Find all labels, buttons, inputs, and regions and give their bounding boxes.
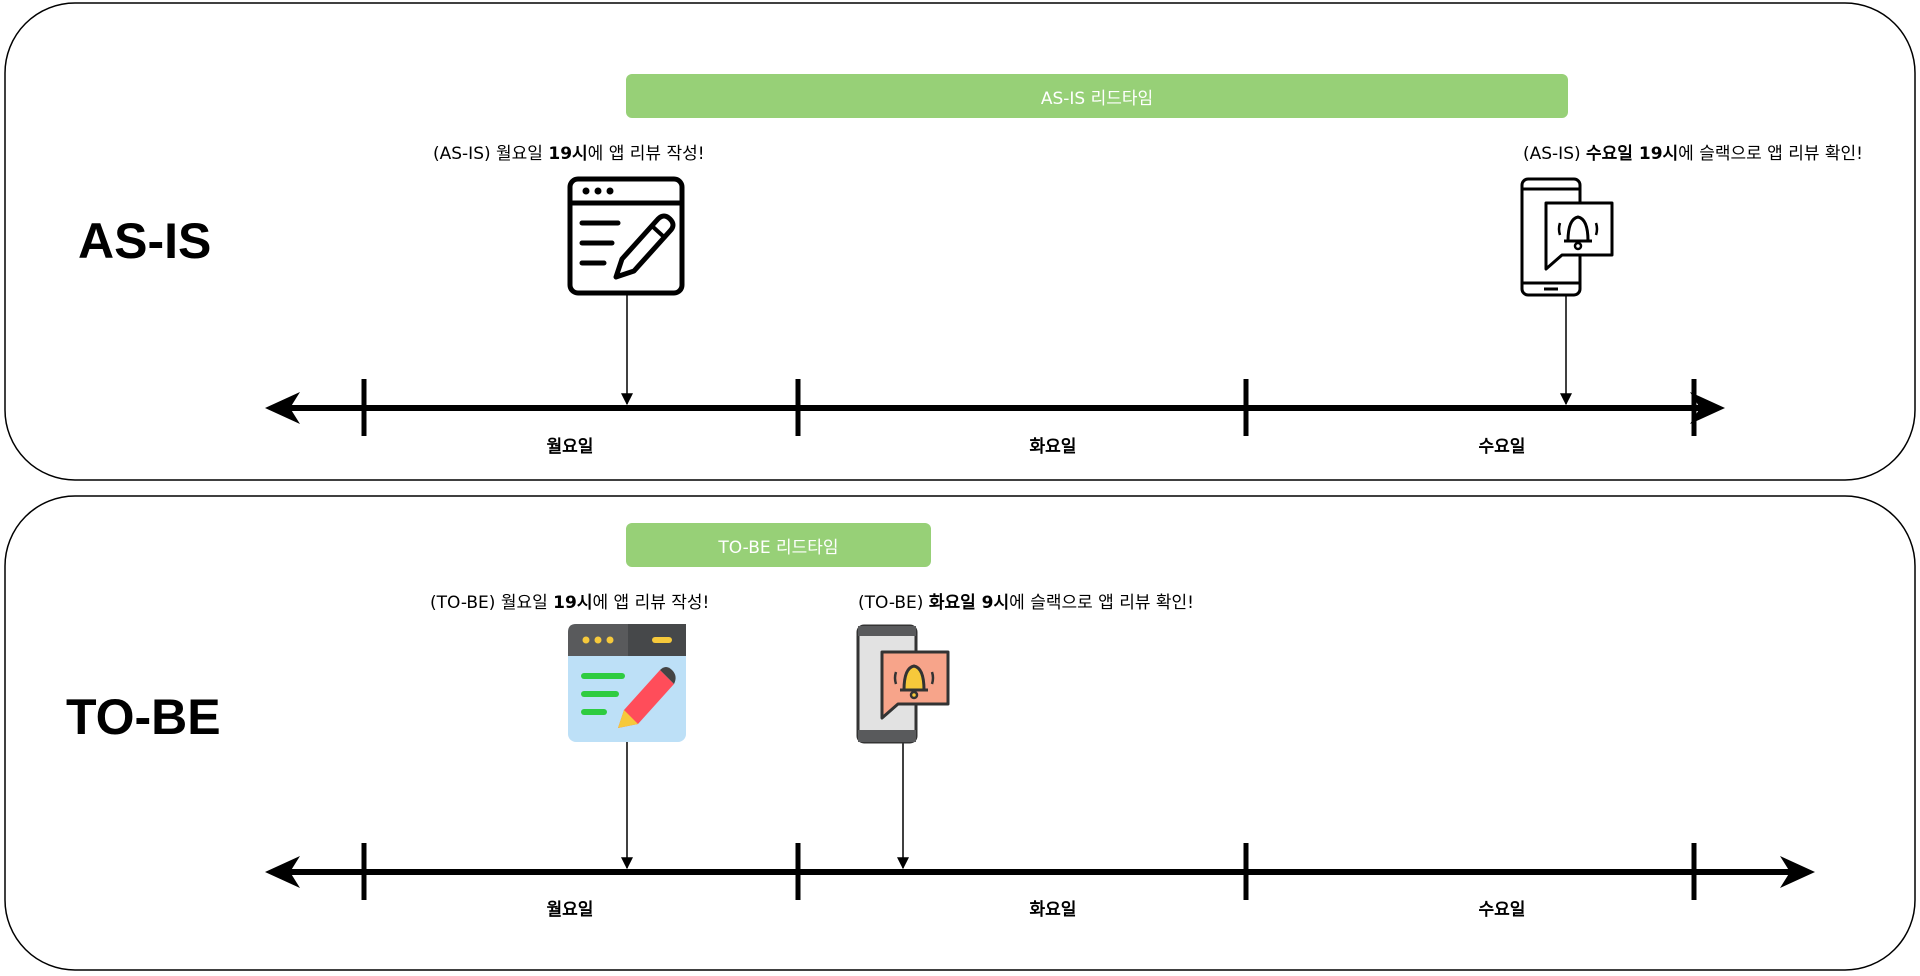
to-be-event2-suffix: 에 슬랙으로 앱 리뷰 확인! (1009, 593, 1194, 613)
as-is-event-check-label: (AS-IS) 수요일 19시에 슬랙으로 앱 리뷰 확인! (1523, 144, 1863, 164)
phone-notification-outline-icon (1520, 177, 1614, 297)
as-is-event1-prefix: (AS-IS) 월요일 (433, 144, 549, 164)
as-is-day-monday: 월요일 (546, 437, 594, 457)
to-be-event1-bold: 19시 (553, 593, 593, 613)
to-be-event1-suffix: 에 앱 리뷰 작성! (592, 593, 710, 613)
as-is-event2-suffix: 에 슬랙으로 앱 리뷰 확인! (1678, 144, 1864, 164)
as-is-day-tuesday: 화요일 (1029, 437, 1077, 457)
to-be-event2-bold: 화요일 9시 (928, 593, 1010, 613)
to-be-lead-time-label: TO-BE 리드타임 (718, 537, 839, 558)
to-be-event2-prefix: (TO-BE) (858, 593, 929, 613)
to-be-section (4, 495, 1916, 971)
to-be-title: TO-BE (66, 689, 221, 745)
as-is-event-write-label: (AS-IS) 월요일 19시에 앱 리뷰 작성! (433, 144, 705, 164)
to-be-day-tuesday: 화요일 (1029, 900, 1077, 920)
as-is-day-wednesday: 수요일 (1478, 437, 1526, 457)
as-is-lead-time-label: AS-IS 리드타임 (1040, 88, 1154, 109)
edit-window-color-icon (568, 624, 686, 742)
as-is-timeline (265, 379, 1725, 436)
as-is-event2-bold: 수요일 19시 (1586, 144, 1679, 164)
as-is-event2-prefix: (AS-IS) (1523, 144, 1587, 164)
to-be-day-wednesday: 수요일 (1478, 900, 1526, 920)
as-is-lead-time-bar: AS-IS 리드타임 (626, 74, 1568, 118)
to-be-event-check-label: (TO-BE) 화요일 9시에 슬랙으로 앱 리뷰 확인! (858, 593, 1194, 613)
as-is-event1-bold: 19시 (548, 144, 588, 164)
as-is-section (4, 2, 1916, 481)
to-be-event-write-label: (TO-BE) 월요일 19시에 앱 리뷰 작성! (430, 593, 709, 613)
to-be-event1-prefix: (TO-BE) 월요일 (430, 593, 554, 613)
to-be-timeline (265, 843, 1815, 900)
as-is-title: AS-IS (78, 213, 212, 269)
as-is-event1-suffix: 에 앱 리뷰 작성! (587, 144, 705, 164)
edit-window-outline-icon (567, 176, 685, 296)
to-be-lead-time-bar: TO-BE 리드타임 (626, 523, 931, 567)
to-be-day-monday: 월요일 (546, 900, 594, 920)
phone-notification-color-icon (856, 624, 950, 744)
